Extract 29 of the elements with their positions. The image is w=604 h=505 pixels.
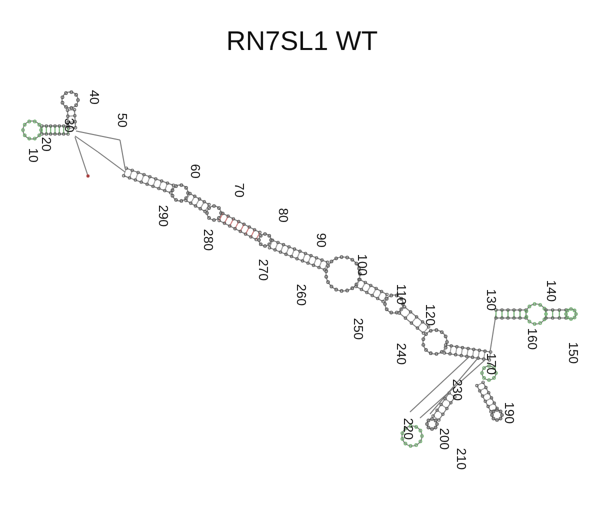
nucleotide-position-number: 160 — [526, 328, 539, 350]
nucleotide-position-number: 220 — [402, 418, 415, 440]
nucleotide-position-number: 70 — [233, 183, 246, 198]
nucleotide-position-number: 170 — [485, 353, 498, 375]
nucleotide-position-number: 290 — [157, 205, 170, 227]
nucleotide-position-number: 240 — [395, 343, 408, 365]
nucleotide-position-number: 190 — [503, 402, 516, 424]
nucleotide-position-number: 230 — [451, 379, 464, 401]
nucleotide-position-number: 270 — [257, 259, 270, 281]
nucleotide-position-number: 280 — [202, 229, 215, 251]
nucleotide-position-number: 50 — [116, 113, 129, 128]
nucleotide-position-number: 20 — [40, 137, 53, 152]
nucleotide-position-number: 60 — [189, 164, 202, 178]
nucleotide-position-number: 150 — [567, 342, 580, 364]
nucleotide-position-number: 100 — [356, 254, 369, 276]
nucleotide-position-number: 30 — [63, 118, 76, 132]
nucleotide-position-number: 140 — [545, 280, 558, 302]
nucleotide-position-number: 80 — [277, 208, 290, 222]
nucleotide-position-number: 120 — [424, 304, 437, 326]
nucleotide-position-number: 90 — [315, 233, 328, 248]
nucleotide-position-number: 260 — [295, 284, 308, 306]
nucleotide-position-number: 110 — [395, 284, 408, 305]
nucleotide-position-number: 250 — [352, 318, 365, 340]
nucleotide-position-number: 40 — [88, 90, 101, 104]
nucleotide-position-number: 130 — [485, 289, 498, 311]
nucleotide-position-number: 10 — [27, 148, 40, 162]
nucleotide-position-number: 200 — [438, 428, 451, 450]
nucleotide-position-number: 210 — [455, 448, 468, 470]
title: RN7SL1 WT — [225, 26, 379, 57]
